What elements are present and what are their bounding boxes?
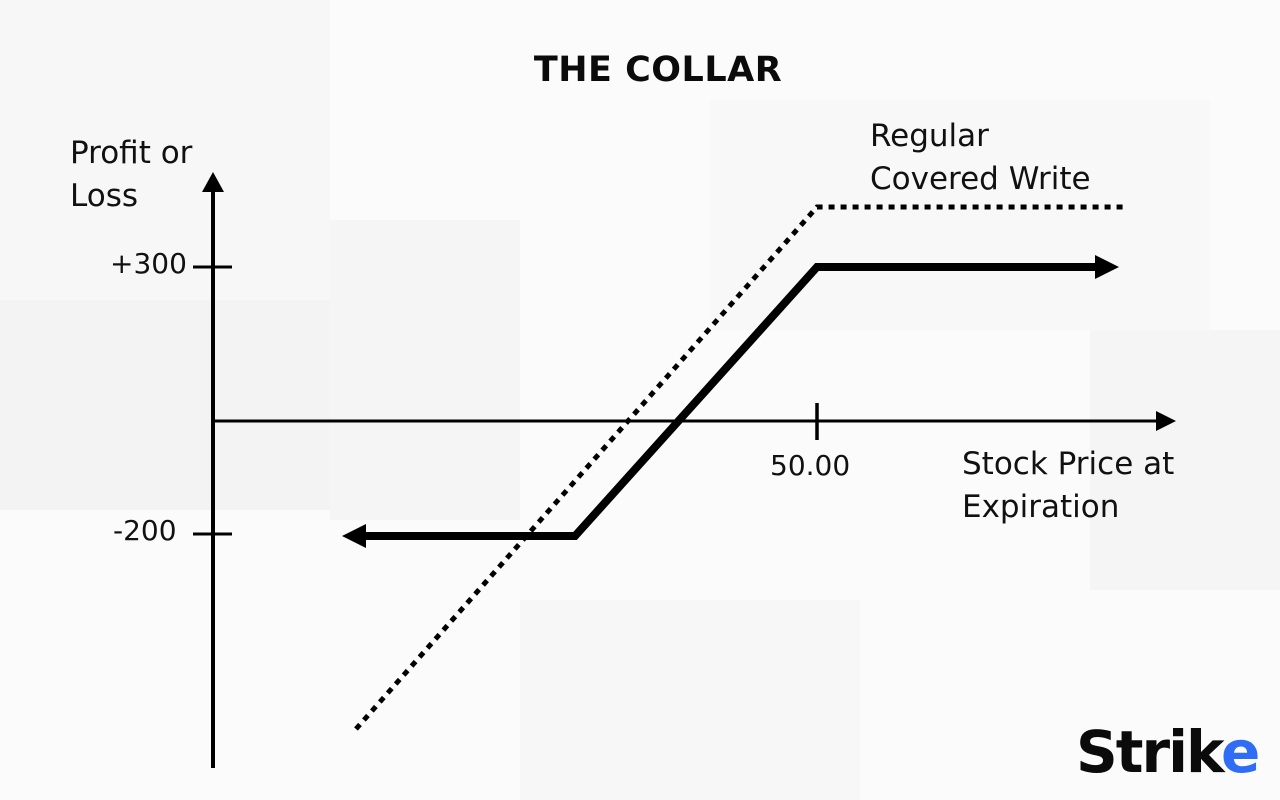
strike-logo: Strike: [1076, 718, 1260, 786]
y-axis: [193, 172, 232, 768]
series-covered-write-line: [354, 204, 1125, 731]
x-tick-label-50: 50.00: [770, 449, 851, 482]
collar-right-arrow-icon: [1095, 255, 1119, 279]
legend-label-line2: Covered Write: [870, 161, 1091, 197]
x-axis-arrow-icon: [1156, 411, 1176, 431]
logo-k: k: [1185, 718, 1223, 786]
background-tile: [0, 300, 330, 510]
y-axis-label: Profit or Loss: [70, 132, 192, 218]
background-tile: [520, 600, 860, 800]
series-collar-line: [342, 255, 1119, 548]
x-axis-label: Stock Price at Expiration: [962, 443, 1174, 529]
x-axis-label-line2: Expiration: [962, 489, 1120, 525]
chart-title: THE COLLAR: [533, 50, 783, 90]
legend-label-line1: Regular: [870, 118, 989, 154]
legend-covered-write: Regular Covered Write: [870, 115, 1091, 201]
x-axis: [213, 403, 1176, 440]
background-tile: [0, 0, 330, 300]
y-axis-label-line1: Profit or: [70, 135, 193, 171]
logo-text: Stri: [1076, 718, 1188, 786]
y-tick-label-minus200: -200: [113, 514, 177, 547]
x-axis-label-line1: Stock Price at: [962, 446, 1175, 482]
background-tile: [330, 220, 520, 520]
background-tile: [1090, 330, 1280, 590]
collar-left-arrow-icon: [342, 524, 366, 548]
y-tick-label-plus300: +300: [110, 247, 187, 280]
logo-e-accent: e: [1221, 718, 1260, 786]
y-axis-arrow-icon: [202, 172, 224, 192]
y-axis-label-line2: Loss: [70, 178, 138, 214]
